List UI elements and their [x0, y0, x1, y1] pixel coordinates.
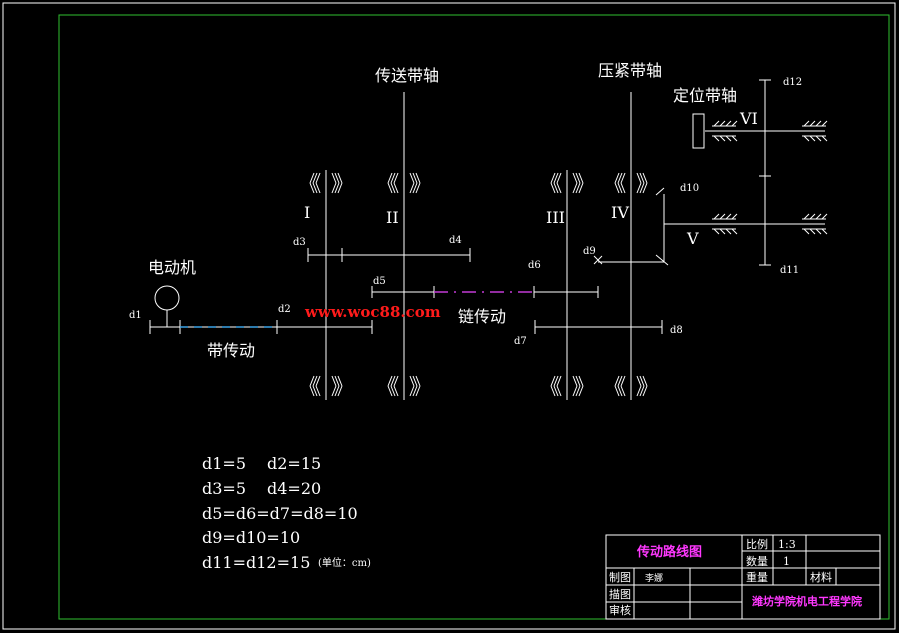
motor-label: 电动机: [148, 258, 196, 277]
title-block: [605, 534, 881, 620]
bearing-symbol: [614, 375, 648, 397]
institution-name: 潍坊学院机电工程学院: [752, 594, 862, 608]
shaft-V-label: V: [686, 229, 699, 248]
review-label: 审核: [609, 603, 631, 617]
qty-label: 数量: [746, 555, 768, 568]
material-label: 材料: [810, 570, 832, 584]
bearing-symbol: [309, 172, 343, 194]
drawn-label: 制图: [609, 571, 631, 584]
note-d11-d12: d11=d12=15: [202, 553, 310, 572]
shaft-VI-label: VI: [739, 109, 758, 128]
bearing-symbols: [309, 120, 828, 397]
drawing-name: 传动路线图: [636, 544, 702, 560]
note-d4: d4=20: [267, 479, 321, 498]
motor-symbol: [154, 285, 180, 311]
shaft-III-label: III: [546, 208, 565, 227]
pulley-d4-label: d4: [449, 235, 462, 246]
note-d2: d2=15: [267, 454, 321, 473]
note-d5-d8: d5=d6=d7=d8=10: [202, 504, 358, 523]
bearing-symbol: [550, 375, 584, 397]
pulley-d11-label: d11: [780, 265, 799, 276]
bearing-symbol: [387, 172, 421, 194]
shaft-I-label: I: [304, 203, 310, 222]
drawn-name: 李娜: [645, 572, 663, 584]
pulley-d6-label: d6: [528, 260, 541, 271]
pulley-d5-label: d5: [373, 276, 386, 287]
bearing-symbol: [802, 213, 828, 235]
scale-value: 1:3: [778, 538, 796, 551]
note-d1: d1=5: [202, 454, 246, 473]
pulley-d1-label: d1: [129, 310, 142, 321]
chain-drive-label: 链传动: [458, 307, 506, 326]
pulley-d3-label: d3: [293, 237, 306, 248]
text-labels: 电动机 带传动 链传动 传送带轴 压紧带轴 定位带轴 I II III IV V…: [129, 61, 802, 572]
title-block-text: 传动路线图 比例 1:3 数量 1 制图 李娜 重量 材料 描图 审核 潍坊学院…: [609, 537, 862, 617]
pulley-d12-label: d12: [783, 77, 802, 88]
bearing-symbol: [802, 120, 828, 142]
conveyor-shaft-label: 传送带轴: [375, 66, 439, 85]
weight-label: 重量: [746, 570, 768, 584]
watermark-text: www.woc88.com: [304, 303, 441, 321]
qty-value: 1: [783, 555, 790, 568]
inner-border: [58, 14, 890, 620]
bearing-symbol: [712, 213, 738, 235]
shaft-IV-label: IV: [611, 203, 629, 222]
bearing-symbol: [309, 375, 343, 397]
pulley-d9-label: d9: [583, 246, 596, 257]
press-shaft-label: 压紧带轴: [598, 61, 662, 80]
shaft-II-label: II: [386, 208, 399, 227]
bearing-symbol: [712, 120, 738, 142]
scale-label: 比例: [746, 537, 768, 551]
bearing-symbol: [550, 172, 584, 194]
pulley-d7-label: d7: [514, 336, 527, 347]
position-shaft-label: 定位带轴: [673, 86, 737, 105]
pulley-d10-label: d10: [680, 183, 699, 194]
bearing-symbol: [387, 375, 421, 397]
note-d3: d3=5: [202, 479, 246, 498]
pulley-d8-label: d8: [670, 325, 683, 336]
trace-label: 描图: [609, 587, 631, 601]
position-belt-pulley: [692, 113, 705, 149]
note-unit: (单位：cm): [318, 556, 371, 569]
bearing-symbol: [614, 172, 648, 194]
belt-drive-label: 带传动: [207, 341, 255, 360]
pulley-d2-label: d2: [278, 304, 291, 315]
note-d9-d10: d9=d10=10: [202, 528, 300, 547]
